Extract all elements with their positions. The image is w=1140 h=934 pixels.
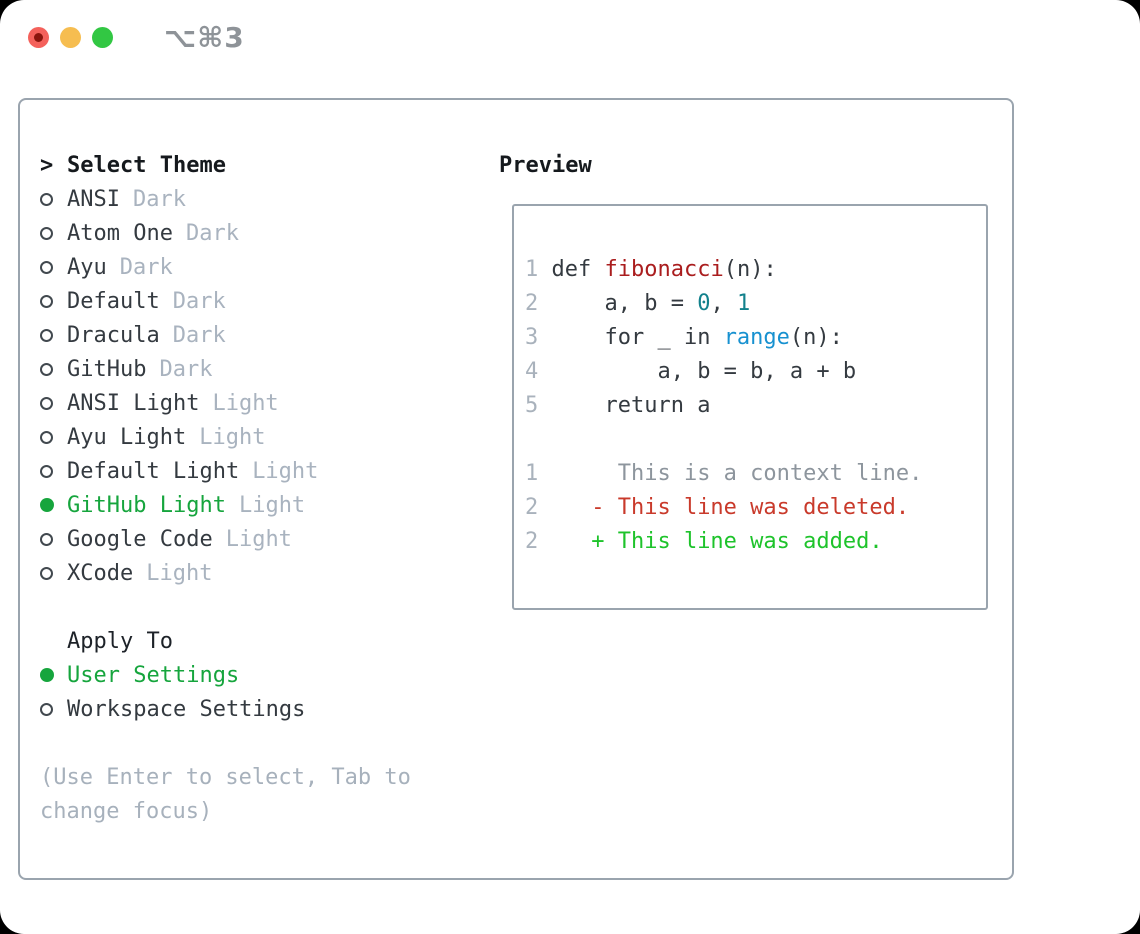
titlebar: ⌥⌘3	[0, 0, 1140, 75]
radio-unselected-icon	[40, 397, 53, 410]
option-label: Ayu Light	[67, 425, 187, 450]
option-variant-label: Light	[225, 527, 292, 552]
option-label: Atom One	[67, 221, 173, 246]
radio-unselected-icon	[40, 329, 53, 342]
option-label: ANSI Light	[67, 391, 200, 416]
radio-selected-icon	[40, 498, 54, 512]
radio-unselected-icon	[40, 363, 53, 376]
theme-option[interactable]: Dracula Dark	[40, 319, 490, 353]
option-label: Default	[67, 289, 160, 314]
theme-option[interactable]: Google Code Light	[40, 523, 490, 557]
maximize-button[interactable]	[92, 27, 113, 48]
cursor-caret-icon: >	[40, 153, 54, 178]
theme-list-header: > Select Theme	[40, 149, 490, 183]
option-variant-label: Dark	[132, 187, 186, 212]
radio-unselected-icon	[40, 703, 53, 716]
radio-unselected-icon	[40, 431, 53, 444]
option-variant-label: Dark	[172, 289, 226, 314]
theme-option[interactable]: Default Dark	[40, 285, 490, 319]
theme-list-title: Select Theme	[67, 153, 226, 178]
theme-option[interactable]: Ayu Light Light	[40, 421, 490, 455]
option-label: GitHub Light	[67, 493, 226, 518]
theme-option[interactable]: ANSI Dark	[40, 183, 490, 217]
option-label: Google Code	[67, 527, 213, 552]
option-label: Workspace Settings	[67, 697, 306, 722]
option-label: XCode	[67, 561, 134, 586]
radio-unselected-icon	[40, 295, 53, 308]
hint-line-1: (Use Enter to select, Tab to	[40, 765, 411, 790]
theme-option[interactable]: Ayu Dark	[40, 251, 490, 285]
option-variant-label: Dark	[172, 323, 226, 348]
code-preview: 1 def fibonacci(n): 2 a, b = 0, 1 3 for …	[525, 257, 923, 554]
radio-unselected-icon	[40, 193, 53, 206]
hint-line-2: change focus)	[40, 799, 213, 824]
apply-to-title: Apply To	[67, 629, 173, 654]
apply-to-option[interactable]: Workspace Settings	[40, 693, 490, 727]
option-label: GitHub	[67, 357, 147, 382]
option-variant-label: Dark	[185, 221, 239, 246]
option-variant-label: Light	[252, 459, 319, 484]
option-variant-label: Light	[238, 493, 306, 518]
radio-selected-icon	[40, 668, 54, 682]
option-label: ANSI	[67, 187, 120, 212]
option-variant-label: Light	[212, 391, 279, 416]
theme-option[interactable]: Atom One Dark	[40, 217, 490, 251]
option-variant-label: Dark	[119, 255, 173, 280]
option-label: Default Light	[67, 459, 240, 484]
option-variant-label: Light	[146, 561, 213, 586]
option-variant-label: Dark	[159, 357, 213, 382]
theme-option[interactable]: GitHub Light Light	[40, 489, 490, 523]
theme-option[interactable]: Default Light Light	[40, 455, 490, 489]
theme-option[interactable]: GitHub Dark	[40, 353, 490, 387]
radio-unselected-icon	[40, 261, 53, 274]
radio-unselected-icon	[40, 227, 53, 240]
radio-unselected-icon	[40, 465, 53, 478]
preview-title: Preview	[499, 153, 592, 178]
close-button[interactable]	[28, 27, 49, 48]
window-title: ⌥⌘3	[164, 21, 245, 54]
option-label: User Settings	[67, 663, 240, 688]
spacer-row	[40, 591, 490, 625]
option-label: Ayu	[67, 255, 107, 280]
close-dot-icon	[34, 33, 43, 42]
theme-option[interactable]: ANSI Light Light	[40, 387, 490, 421]
theme-option[interactable]: XCode Light	[40, 557, 490, 591]
radio-unselected-icon	[40, 533, 53, 546]
option-label: Dracula	[67, 323, 160, 348]
option-variant-label: Light	[199, 425, 266, 450]
apply-to-header: Apply To	[40, 625, 490, 659]
apply-to-option[interactable]: User Settings	[40, 659, 490, 693]
preview-box: 1 def fibonacci(n): 2 a, b = 0, 1 3 for …	[512, 204, 988, 610]
minimize-button[interactable]	[60, 27, 81, 48]
radio-unselected-icon	[40, 567, 53, 580]
spacer-row	[40, 727, 490, 761]
